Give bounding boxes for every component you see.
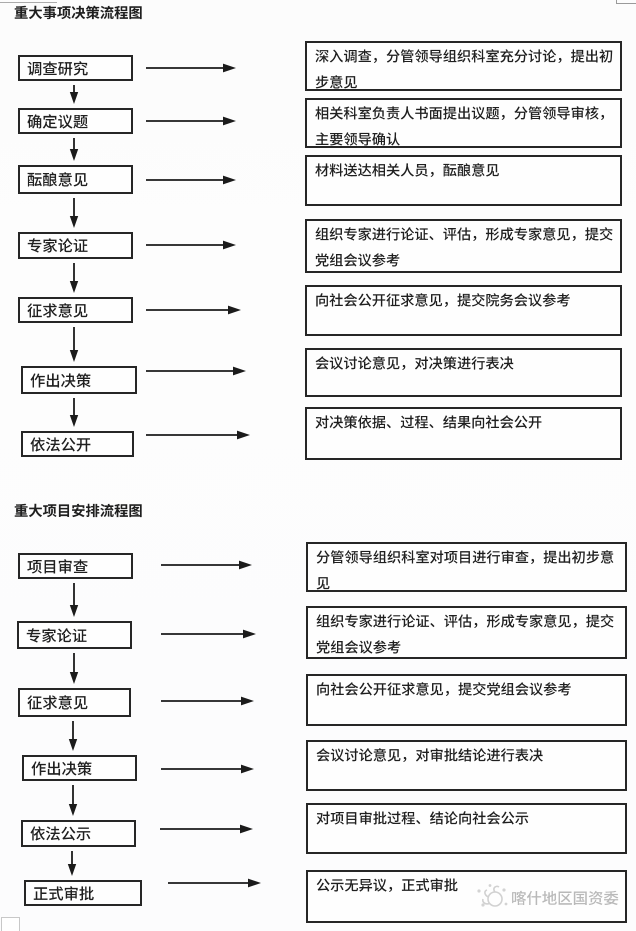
- right-arrow-icon: [146, 240, 236, 250]
- down-arrow-icon: [69, 653, 79, 684]
- watermark: [474, 882, 619, 914]
- step-box: [21, 431, 134, 457]
- down-arrow-icon: [68, 721, 78, 751]
- step-label: [27, 113, 88, 130]
- right-arrow-icon: [168, 878, 261, 888]
- step-label: [27, 171, 88, 188]
- right-arrow-icon: [146, 305, 241, 315]
- step-label: [33, 885, 94, 902]
- step-box: [18, 297, 133, 323]
- down-arrow-icon: [69, 198, 79, 228]
- detail-box: [305, 155, 622, 206]
- right-arrow-icon: [146, 116, 236, 126]
- detail-text: [315, 43, 620, 95]
- detail-text: [316, 676, 625, 702]
- detail-box: [305, 98, 622, 148]
- detail-box: [306, 740, 627, 791]
- detail-text: [316, 742, 625, 768]
- detail-text: [315, 350, 620, 376]
- right-arrow-icon: [146, 175, 236, 185]
- step-label: [26, 627, 87, 644]
- detail-box: [305, 285, 622, 336]
- detail-text: [316, 608, 625, 660]
- detail-box: [305, 407, 622, 460]
- down-arrow-icon: [69, 138, 79, 161]
- step-box: [18, 688, 131, 717]
- step-box: [24, 880, 142, 906]
- step-box: [21, 366, 137, 394]
- step-label: [27, 237, 88, 254]
- step-box: [18, 108, 133, 134]
- down-arrow-icon: [69, 398, 79, 427]
- detail-box: [306, 542, 627, 592]
- title-text: [14, 501, 143, 520]
- step-label: [27, 694, 88, 711]
- flowchart-2-title: [14, 501, 143, 520]
- right-arrow-icon: [146, 366, 246, 376]
- down-arrow-icon: [69, 263, 79, 293]
- step-label: [31, 760, 92, 777]
- detail-box: [305, 41, 622, 91]
- detail-text: [315, 409, 620, 435]
- detail-text: [315, 157, 620, 183]
- flowchart-1-title: [14, 3, 143, 22]
- down-arrow-icon: [69, 583, 79, 617]
- step-label: [30, 372, 91, 389]
- step-box: [18, 553, 133, 579]
- detail-box: [306, 606, 627, 659]
- detail-box: [306, 803, 627, 854]
- scan-artifact-bottom-left-box: [1, 917, 20, 931]
- detail-text: [315, 221, 620, 273]
- right-arrow-icon: [160, 824, 253, 834]
- step-label: [27, 302, 88, 319]
- scan-artifact-top-right-corner: [616, 0, 636, 4]
- step-box: [22, 755, 137, 781]
- step-label: [30, 436, 91, 453]
- detail-text: [316, 805, 625, 831]
- detail-text: [315, 100, 620, 152]
- title-text: [14, 3, 143, 22]
- detail-text: [316, 544, 625, 596]
- down-arrow-icon: [68, 785, 78, 816]
- down-arrow-icon: [69, 327, 79, 362]
- right-arrow-icon: [161, 629, 256, 639]
- step-label: [27, 558, 88, 575]
- step-label: [30, 825, 91, 842]
- step-box: [18, 165, 133, 194]
- down-arrow-icon: [67, 851, 77, 876]
- down-arrow-icon: [69, 85, 79, 104]
- detail-box: [306, 674, 627, 726]
- right-arrow-icon: [161, 696, 254, 706]
- detail-box: [305, 219, 622, 273]
- step-box: [18, 55, 133, 81]
- step-box: [17, 621, 132, 649]
- right-arrow-icon: [146, 430, 250, 440]
- right-arrow-icon: [161, 560, 252, 570]
- watermark-text: [511, 887, 619, 909]
- detail-box: [306, 870, 627, 923]
- detail-text: [315, 287, 620, 313]
- step-label: [27, 60, 88, 77]
- flower-logo-icon: [477, 884, 508, 907]
- right-arrow-icon: [161, 764, 254, 774]
- detail-box: [305, 348, 622, 397]
- scan-artifact-top-left-line: [0, 2, 57, 3]
- step-box: [18, 232, 133, 259]
- step-box: [21, 820, 136, 847]
- right-arrow-icon: [146, 63, 236, 73]
